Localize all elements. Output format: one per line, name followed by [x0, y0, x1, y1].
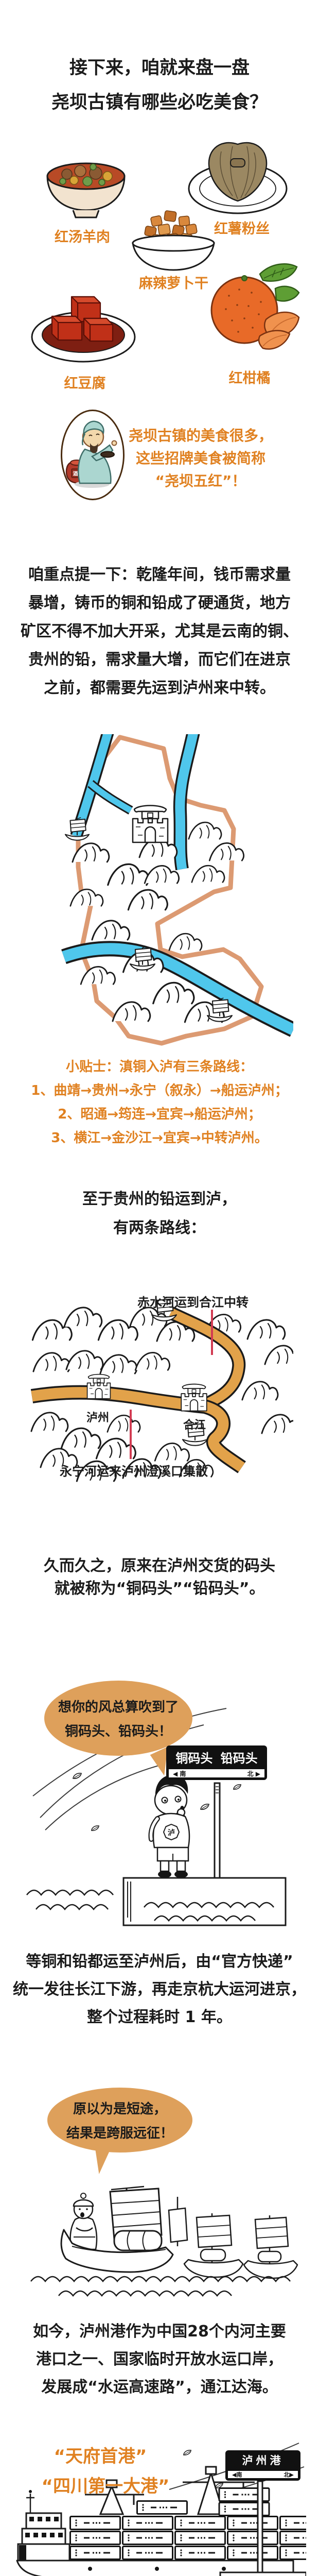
para-express-line-2: 统一发往长江下游，再走京杭大运河进京， — [13, 1980, 306, 1998]
intro-line-2: 尧坝古镇有哪些必吃美食？ — [51, 92, 268, 113]
spicy-dried-radish-illustration — [132, 210, 215, 271]
lead-route-map — [30, 1297, 293, 1482]
route-label-chishui: 赤水河运到合江中转 — [137, 1295, 249, 1310]
leaf-icon — [73, 1773, 82, 1779]
para-mint-line-4: 贵州的铅，需求量大增，而它们在进京 — [28, 651, 291, 669]
ship-bridge — [17, 2490, 70, 2562]
leaf-icon — [91, 1825, 99, 1831]
intro-line-1: 接下来，咱就来盘一盘 — [69, 58, 250, 78]
shirt-badge — [163, 1823, 180, 1841]
para-mint-line-2: 暴增，铸币的铜和铅成了硬通货，地方 — [28, 594, 291, 612]
boat-icon — [64, 817, 90, 841]
food-label-tangerine: 红柑橘 — [228, 370, 271, 386]
junk-fleet-scene — [30, 2185, 298, 2297]
junk-boat-2 — [183, 2213, 244, 2278]
wharf-sign-lead: 铅码头 — [220, 1751, 258, 1766]
speech-bubble-wind: 想你的风总算吹到了 铜码头、铅码头！ — [44, 1681, 192, 1756]
merchant-hat — [73, 2199, 94, 2207]
luzhou-port-sign: 泸州港 ◀南 北▶ — [225, 2450, 300, 2481]
tips-route-3: 3、横江→金沙江→宜宾→中转泸州。 — [51, 1130, 268, 1146]
red-tangerine-illustration — [210, 263, 300, 350]
route-label-yongning: 永宁河运来泸州澄溪口集散 — [60, 1464, 208, 1479]
sign-pole — [214, 1782, 221, 1879]
port-crane-2 — [183, 2466, 255, 2515]
container-stacks — [69, 2487, 306, 2560]
luzhou-gate-icon — [86, 1374, 111, 1399]
port-sign-name: 泸州港 — [242, 2454, 284, 2467]
head-wrap — [83, 420, 104, 436]
red-soup-mutton-illustration — [46, 162, 126, 218]
city-gate-icon — [132, 805, 169, 843]
bubble-voyage-line-2: 结果是跨服远征！ — [66, 2126, 173, 2141]
waves — [30, 2276, 291, 2297]
scholar-speech-1: 尧坝古镇的美食很多， — [128, 427, 273, 444]
south-direction: ◀南 — [232, 2471, 242, 2478]
west-arrow-icon: ◀ — [173, 1770, 178, 1777]
leaf-icon — [233, 1784, 241, 1790]
merchant-figure — [69, 2193, 98, 2250]
para-wharf-line-1: 久而久之，原来在泸州交货的码头 — [44, 1557, 275, 1575]
para-mint-line-5: 之前，都需要先运到泸州来中转。 — [44, 679, 275, 697]
scholar-speech-3: “尧坝五红”！ — [155, 472, 246, 489]
tips-route-2: 2、昭通→筠连→宜宾→船运泸州； — [58, 1107, 261, 1122]
port-quote-2: “四川第一大港” — [41, 2476, 170, 2497]
north-direction: 北 ▶ — [247, 1770, 260, 1777]
speech-bubble-voyage: 原以为是短途， 结果是跨服远征！ — [47, 2088, 192, 2153]
food-label-tofu: 红豆腐 — [64, 376, 106, 392]
container-port-scene — [16, 2443, 306, 2576]
wharf-sign-copper: 铜码头 — [175, 1751, 213, 1766]
para-lead-line-2: 有两条路线： — [113, 1219, 206, 1237]
tips-title: 小贴士：滇铜入泸有三条路线： — [65, 1059, 253, 1075]
food-label-mutton: 红汤羊肉 — [55, 229, 110, 245]
dock-platform — [122, 1877, 287, 1926]
food-label-noodles: 红薯粉丝 — [214, 221, 270, 237]
route-marker-line-bottom — [130, 1410, 132, 1459]
boy-hair — [155, 1775, 188, 1797]
para-express-line-1: 等铜和铅都运至泸州后，由“官方快递” — [26, 1953, 293, 1971]
para-lead-line-1: 至于贵州的铅运到泸， — [82, 1190, 237, 1208]
port-crane-1 — [85, 2479, 144, 2515]
east-arrow-icon: ▶ — [255, 1770, 260, 1777]
west-arrow-icon: ◀ — [232, 2471, 237, 2478]
city-label-hejiang: 合江 — [183, 1419, 206, 1432]
junk-boat-3 — [243, 2215, 298, 2279]
port-quote-1: “天府首港” — [54, 2446, 147, 2467]
hejiang-gate-icon — [181, 1383, 207, 1412]
cargo-barrel — [113, 2230, 163, 2251]
bowl — [100, 451, 115, 458]
para-wharf-line-2: 就被称为“铜码头”“铅码头”。 — [54, 1580, 265, 1598]
shirt-badge-text: 泸 — [168, 1828, 175, 1837]
scholar-avatar: 酒 — [61, 410, 125, 500]
sweet-potato-noodles-illustration — [188, 142, 288, 214]
port-dock — [219, 2571, 306, 2576]
food-label-radish: 麻辣萝卜干 — [139, 276, 208, 292]
waves — [26, 1889, 274, 1922]
boy-character: 泸 — [148, 1775, 190, 1878]
para-today-line-3: 发展成“水运高速路”，通江达海。 — [41, 2378, 278, 2396]
bubble-wind-line-1: 想你的风总算吹到了 — [58, 1700, 179, 1715]
red-tofu-illustration — [31, 296, 136, 363]
dock-scene: 泸 — [26, 1708, 287, 1926]
bubble-wind-line-2: 铜码头、铅码头！ — [64, 1724, 172, 1739]
north-direction: 北▶ — [283, 2471, 294, 2478]
para-mint-line-3: 矿区不得不加大开采，尤其是云南的铜、 — [21, 622, 298, 640]
route-marker-line-top — [211, 1310, 213, 1355]
jar-label: 酒 — [73, 470, 78, 477]
para-mint-line-1: 咱重点提一下：乾隆年间，钱币需求量 — [28, 566, 291, 584]
para-today-line-2: 港口之一、国家临时开放水运口岸， — [36, 2350, 283, 2368]
wharf-direction-sign: 铜码头 铅码头 ◀ 南 北 ▶ — [166, 1745, 267, 1780]
leaf-icon — [215, 2483, 223, 2488]
south-direction: ◀ 南 — [173, 1770, 186, 1777]
para-express-line-3: 整个过程耗时 1 年。 — [87, 2008, 232, 2026]
city-label-luzhou: 泸州 — [86, 1412, 109, 1425]
bubble-voyage-line-1: 原以为是短途， — [73, 2102, 167, 2117]
east-arrow-icon: ▶ — [289, 2471, 294, 2478]
para-today-line-1: 如今，泸州港作为中国28个内河主要 — [33, 2323, 286, 2341]
port-sign-pole — [257, 2480, 263, 2575]
scholar-speech-2: 这些招牌美食被简称 — [135, 450, 265, 467]
tips-route-1: 1、曲靖→贵州→永宁（叙永）→船运泸州； — [31, 1083, 288, 1098]
luzhou-boundary-map — [61, 734, 293, 1046]
leaf-icon — [200, 1804, 209, 1810]
